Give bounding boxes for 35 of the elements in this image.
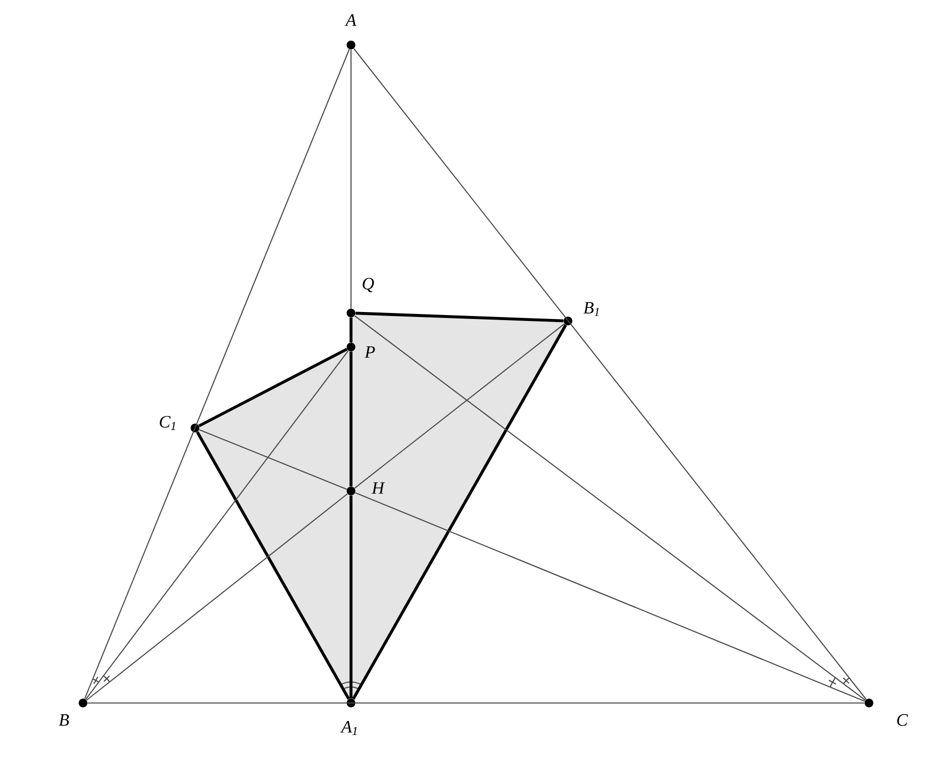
line-segment — [350, 318, 352, 342]
labeled-point: P — [346, 342, 375, 358]
line-segment — [350, 50, 352, 308]
labeled-point: H — [346, 482, 386, 496]
labeled-point: B$_{1}$ — [564, 302, 599, 326]
node-label: P — [364, 346, 375, 358]
line-segment — [355, 492, 865, 702]
labeled-point: Q — [346, 278, 374, 318]
node-label: Q — [362, 278, 374, 292]
line-segment — [354, 323, 565, 489]
node-label: H — [372, 482, 386, 494]
line-segment — [354, 315, 866, 701]
labeled-point: B — [58, 698, 88, 726]
node-label: C — [897, 714, 908, 726]
line-segment — [356, 312, 564, 322]
line-segment — [84, 49, 350, 699]
node-label: C$_{1}$ — [160, 416, 176, 430]
labeled-point: C — [864, 698, 908, 726]
line-segment — [85, 350, 349, 700]
node-label: B — [58, 714, 69, 726]
line-segment — [353, 48, 867, 700]
line-segment — [86, 493, 348, 701]
node-label: B$_{1}$ — [584, 302, 599, 316]
node-label: A — [344, 14, 356, 26]
line-segment — [196, 431, 350, 700]
line-segment — [350, 496, 352, 698]
line-segment — [199, 429, 347, 490]
node-label: A$_{1}$ — [340, 721, 357, 735]
line-segment — [88, 702, 864, 704]
line-segment — [352, 324, 567, 700]
labeled-point: A — [344, 14, 356, 50]
labeled-point: C$_{1}$ — [160, 416, 200, 432]
line-segment — [198, 348, 348, 428]
line-segment — [350, 352, 352, 486]
labeled-point: A$_{1}$ — [340, 698, 357, 735]
